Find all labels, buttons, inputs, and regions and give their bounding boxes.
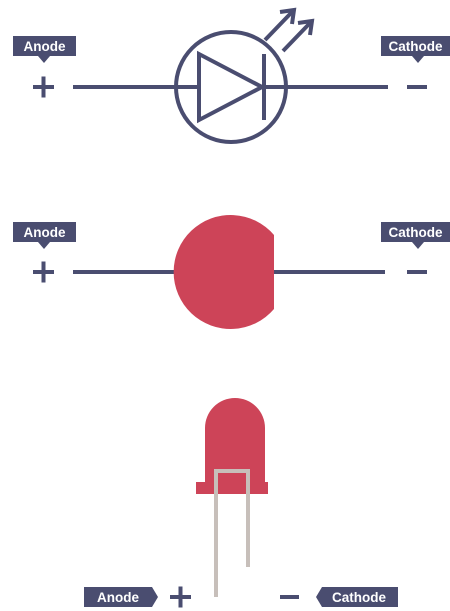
led-legs <box>214 469 250 597</box>
cathode-tag-top: Cathode <box>381 222 450 249</box>
diode-triangle <box>197 50 267 124</box>
anode-label: Anode <box>97 590 139 605</box>
plus-icon <box>33 261 54 283</box>
minus-icon <box>407 270 427 274</box>
led-top-icon <box>173 215 274 329</box>
anode-tag-top: Anode <box>13 222 76 249</box>
plus-icon <box>33 76 54 98</box>
minus-icon <box>407 85 427 89</box>
top-view: Anode Cathode <box>13 215 450 329</box>
plus-icon <box>170 586 191 608</box>
anode-tag-side: Anode <box>84 587 158 607</box>
minus-icon <box>280 595 299 599</box>
cathode-label: Cathode <box>332 590 386 605</box>
circuit-symbol-view: Anode Cathode <box>13 7 450 144</box>
led-symbol-circle <box>174 30 288 144</box>
led-side-icon <box>196 398 268 494</box>
cathode-label: Cathode <box>389 225 443 240</box>
anode-tag-symbol: Anode <box>13 36 76 63</box>
anode-label: Anode <box>24 225 66 240</box>
light-arrows-icon <box>263 7 315 53</box>
cathode-tag-symbol: Cathode <box>381 36 450 63</box>
anode-label: Anode <box>24 39 66 54</box>
side-view: Anode Cathode <box>84 398 398 608</box>
cathode-label: Cathode <box>389 39 443 54</box>
cathode-tag-side: Cathode <box>316 587 398 607</box>
cathode-leg <box>214 469 250 597</box>
